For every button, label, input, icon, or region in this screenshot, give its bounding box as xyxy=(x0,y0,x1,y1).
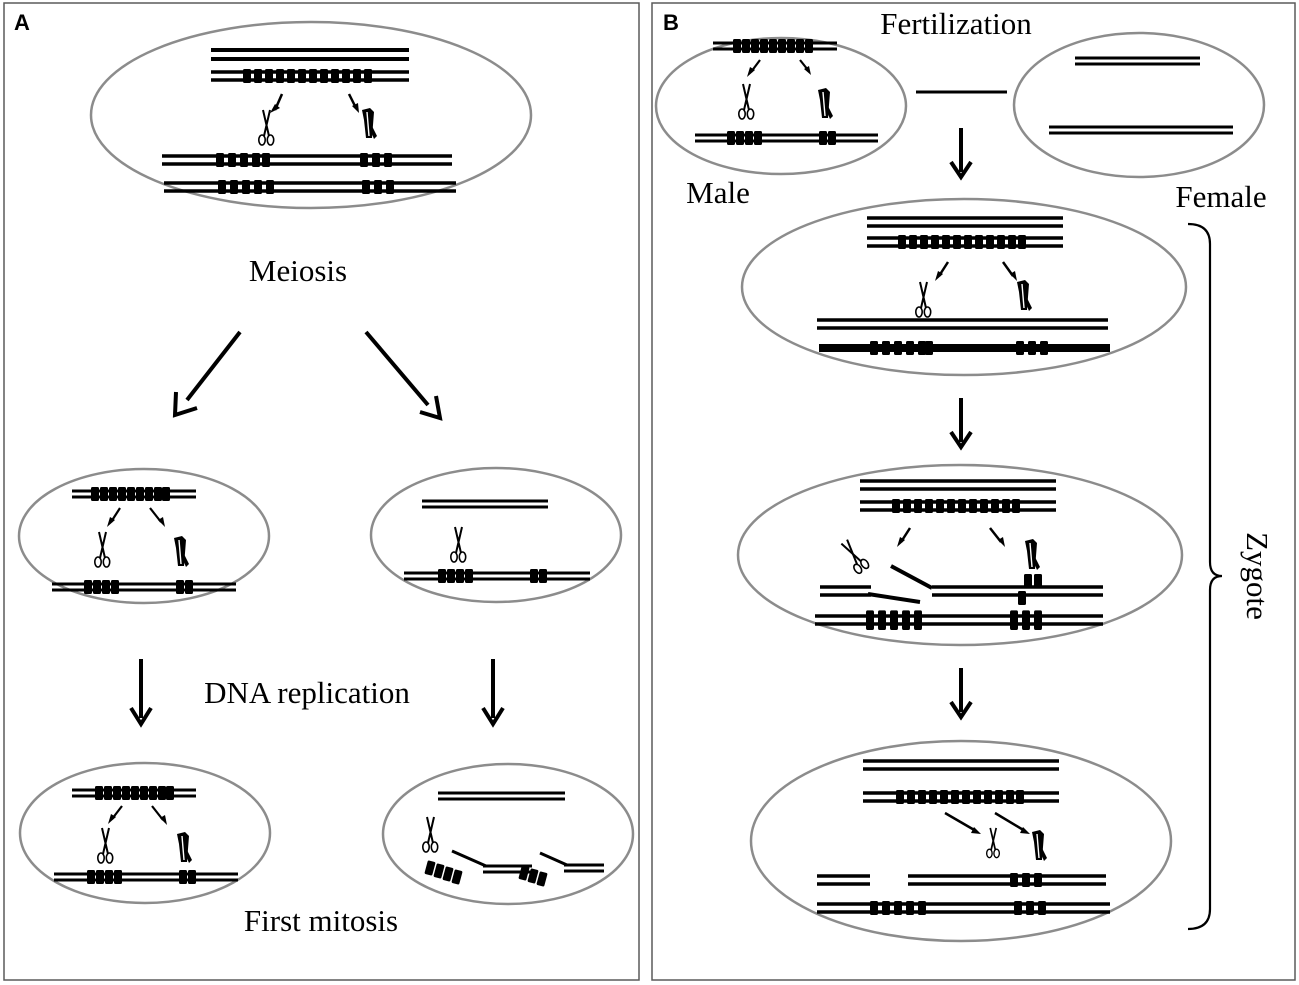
stapler-icon xyxy=(817,87,834,120)
stapler-icon xyxy=(173,535,190,568)
meiosis-arrows xyxy=(172,330,443,421)
scissors-icon xyxy=(914,281,932,318)
meiosis-label: Meiosis xyxy=(249,253,347,288)
male-label: Male xyxy=(686,175,750,210)
panel-a-cell-right xyxy=(369,466,623,604)
gene-block-icon xyxy=(87,870,196,884)
gene-block-icon xyxy=(1018,574,1042,605)
panel-b-arrows xyxy=(949,128,973,721)
scissors-icon xyxy=(449,526,467,563)
gene-block-icon xyxy=(95,786,174,800)
panel-a-cell-left xyxy=(17,467,271,605)
male-cell xyxy=(654,36,908,176)
scissors-icon xyxy=(93,531,111,568)
panel-a-letter: A xyxy=(14,10,30,35)
gene-block-icon xyxy=(216,153,394,194)
panel-a-cell-bottom-left xyxy=(18,761,272,905)
gene-block-icon xyxy=(84,580,193,594)
stapler-icon xyxy=(361,107,378,140)
zygote-bracket xyxy=(1187,222,1223,931)
zygote-cell-2 xyxy=(736,463,1184,647)
stapler-icon xyxy=(1024,538,1041,571)
female-cell xyxy=(1012,31,1266,179)
panel-b-letter: B xyxy=(663,10,679,35)
stapler-icon xyxy=(176,831,193,864)
scissors-icon xyxy=(96,827,114,864)
gene-block-icon xyxy=(91,487,170,501)
replication-arrows xyxy=(129,659,505,728)
panel-a-parent-cell xyxy=(89,20,533,210)
first-mitosis-label: First mitosis xyxy=(244,903,398,938)
stapler-icon xyxy=(1016,279,1033,312)
scissors-icon xyxy=(421,816,439,853)
zygote-label: Zygote xyxy=(1240,532,1275,620)
dna-replication-label: DNA replication xyxy=(204,675,410,710)
scissors-icon xyxy=(737,83,755,120)
gene-block-icon xyxy=(438,569,547,583)
gene-block-icon xyxy=(733,39,813,53)
scissors-icon xyxy=(257,109,275,146)
scissors-icon xyxy=(985,827,1001,859)
fertilization-label: Fertilization xyxy=(880,6,1032,41)
zygote-cell-1 xyxy=(740,197,1188,377)
panel-a-cell-bottom-right xyxy=(381,762,635,906)
gene-block-icon xyxy=(866,610,1042,630)
stapler-icon xyxy=(1031,829,1048,862)
female-label: Female xyxy=(1175,179,1266,214)
gene-block-icon xyxy=(1010,873,1042,887)
panel-a-border xyxy=(3,2,640,981)
scissors-icon xyxy=(836,536,872,576)
zygote-cell-3 xyxy=(749,739,1173,943)
panel-b-border xyxy=(651,2,1296,981)
gene-block-icon xyxy=(727,131,836,145)
